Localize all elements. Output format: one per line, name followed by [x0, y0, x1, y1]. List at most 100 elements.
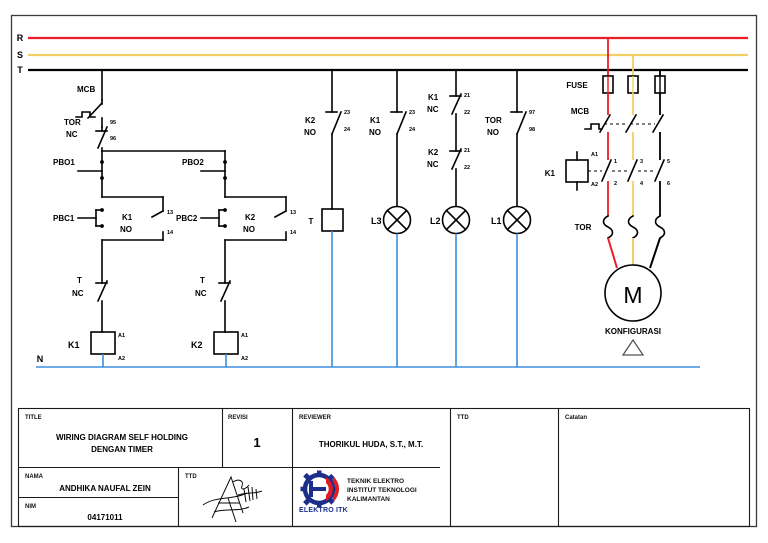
indicator-column-lamp-l2: K1 NC 21 22 K2 NC 21 22 L2: [427, 69, 471, 367]
branch1-pbc1: PBC1: [53, 208, 104, 228]
nama-value: ANDHIKA NAUFAL ZEIN: [59, 484, 151, 493]
l2-contact1-label: K1: [428, 93, 439, 102]
signature-mark: [202, 475, 263, 523]
control-mcb-label: MCB: [77, 85, 95, 94]
branch2-timer-label: T: [200, 276, 205, 285]
logo-wordmark: ELEKTRO ITK: [299, 507, 348, 514]
l2-contact1-terminal-21: 21: [464, 93, 470, 99]
power-tor-overload: TOR: [575, 214, 666, 240]
indicator-column-timer: K2 NO 23 24 T: [304, 69, 351, 367]
motor-configuration-caption: KONFIGURASI: [605, 327, 661, 336]
branch1-timer-nc: T NC: [72, 239, 109, 333]
lamp-l1-label: L1: [491, 216, 502, 226]
power-contactor-label: K1: [545, 169, 556, 178]
ttd-header-right: TTD: [457, 415, 469, 421]
l3-contact-terminal-24: 24: [409, 127, 416, 133]
branch1-hold-terminal-13: 13: [167, 210, 173, 216]
power-mcb-label: MCB: [571, 107, 589, 116]
l3-contact-terminal-23: 23: [409, 110, 415, 116]
lamp-l2-label: L2: [430, 216, 441, 226]
timer-contact-label: K2: [305, 116, 316, 125]
phase-rail-s: S: [17, 50, 748, 60]
branch1-pbc-label: PBC1: [53, 214, 75, 223]
branch1-timer-sublabel: NC: [72, 289, 84, 298]
rail-label-r: R: [17, 33, 24, 43]
elektro-itk-logo: ELEKTRO ITK TEKNIK ELEKTRO INSTITUT TEKN…: [299, 470, 417, 514]
revisi-header: REVISI: [228, 415, 248, 421]
revisi-value: 1: [253, 435, 260, 450]
l2-contact1-sublabel: NC: [427, 105, 439, 114]
power-contact1-terminal-top: 1: [614, 159, 617, 165]
l2-contact2-terminal-22: 22: [464, 165, 470, 171]
reviewer-value: THORIKUL HUDA, S.T., M.T.: [319, 440, 423, 449]
power-contact3-terminal-bottom: 6: [667, 181, 670, 187]
power-contactor-terminal-a2: A2: [591, 182, 598, 188]
power-mcb: MCB: [571, 107, 665, 134]
control-tor-terminal-96: 96: [110, 136, 116, 142]
motor-lead-r: [607, 237, 618, 269]
l1-contact-sublabel: NO: [487, 128, 499, 137]
motor-label: M: [623, 282, 642, 308]
power-contactor-k1: K1 A1 A2 1 2 3 4 5 6: [545, 151, 670, 191]
branch2-pbc2: PBC2: [176, 208, 227, 228]
branch2-timer-sublabel: NC: [195, 289, 207, 298]
logo-line1: TEKNIK ELEKTRO: [347, 478, 404, 485]
branch1-coil-label: K1: [68, 340, 80, 350]
motor-lead-t: [649, 237, 661, 269]
branch2-hold-terminal-13: 13: [290, 210, 296, 216]
title-header: TITLE: [25, 415, 42, 421]
branch2-pbo2: PBO2: [182, 158, 227, 198]
branch1-pbo1: PBO1: [53, 158, 104, 198]
power-tor-label: TOR: [575, 223, 592, 232]
control-tor-nc-contact: TOR NC 95 96: [64, 118, 116, 152]
l2-contact2-sublabel: NC: [427, 160, 439, 169]
rail-label-n: N: [37, 354, 44, 364]
motor-symbol: M: [604, 264, 662, 322]
branch2-hold-sublabel: NO: [243, 225, 255, 234]
indicator-column-lamp-l3: K1 NO 23 24 L3: [369, 69, 416, 367]
branch1-coil-terminal-a1: A1: [118, 333, 125, 339]
delta-configuration-icon: [621, 338, 645, 356]
control-tor-sublabel: NC: [66, 130, 78, 139]
control-tor-label: TOR: [64, 118, 81, 127]
timer-device-label: T: [309, 217, 314, 226]
branch2-pbo-label: PBO2: [182, 158, 204, 167]
branch1-hold-terminal-14: 14: [167, 230, 174, 236]
power-contactor-terminal-a1: A1: [591, 152, 598, 158]
phase-rail-t: T: [17, 65, 748, 75]
l3-contact-label: K1: [370, 116, 381, 125]
title-value-line2: DENGAN TIMER: [91, 445, 153, 454]
l2-contact1-terminal-22: 22: [464, 110, 470, 116]
timer-contact-sublabel: NO: [304, 128, 316, 137]
indicator-column-lamp-l1: TOR NO 97 98 L1: [485, 69, 535, 367]
logo-line3: KALIMANTAN: [347, 496, 390, 503]
branch2-coil-terminal-a1: A1: [241, 333, 248, 339]
branch1-pbo-label: PBO1: [53, 158, 75, 167]
l3-contact-sublabel: NO: [369, 128, 381, 137]
timer-contact-terminal-23: 23: [344, 110, 350, 116]
branch2-coil-label: K2: [191, 340, 203, 350]
branch2-hold-label: K2: [245, 213, 256, 222]
catatan-header: Catatan: [565, 415, 587, 421]
lamp-l3-label: L3: [371, 216, 382, 226]
nim-header: NIM: [25, 504, 36, 510]
power-contact3-terminal-top: 5: [667, 159, 670, 165]
branch1-coil-terminal-a2: A2: [118, 356, 125, 362]
ttd-header-left: TTD: [185, 474, 197, 480]
branch2-pbc-label: PBC2: [176, 214, 198, 223]
control-main-feed: MCB: [75, 69, 104, 128]
branch2-holding-loop: K2 NO 13 14: [224, 196, 297, 241]
l2-contact2-label: K2: [428, 148, 439, 157]
branch1-hold-label: K1: [122, 213, 133, 222]
l1-contact-terminal-98: 98: [529, 127, 535, 133]
branch2-coil-terminal-a2: A2: [241, 356, 248, 362]
nim-value: 04171011: [87, 513, 123, 522]
branch2-coil-k2: K2 A1 A2: [191, 331, 248, 367]
title-value-line1: WIRING DIAGRAM SELF HOLDING: [56, 433, 188, 442]
title-block: TITLE WIRING DIAGRAM SELF HOLDING DENGAN…: [17, 407, 751, 528]
branch1-timer-label: T: [77, 276, 82, 285]
power-contact2-terminal-bottom: 4: [640, 181, 644, 187]
l1-contact-label: TOR: [485, 116, 502, 125]
nama-header: NAMA: [25, 474, 44, 480]
